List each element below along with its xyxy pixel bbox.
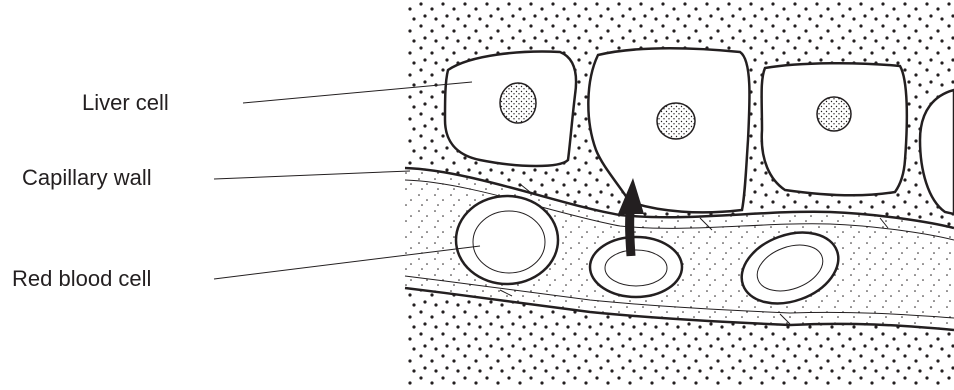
nucleus-1 xyxy=(499,82,537,124)
nuclei xyxy=(499,82,852,140)
leader-red-blood-cell xyxy=(213,245,481,280)
rbc-1-inner xyxy=(472,210,546,274)
rbc-2 xyxy=(588,235,684,299)
diffusion-arrow-icon xyxy=(618,178,644,257)
rbc-2-inner xyxy=(604,249,668,287)
capillary-inner-bottom xyxy=(404,275,954,319)
rbc-3-inner xyxy=(756,244,824,292)
capillary-wall-bottom xyxy=(404,286,954,332)
leader-capillary-wall xyxy=(213,170,411,180)
nucleus-2 xyxy=(656,102,696,140)
red-blood-cells xyxy=(454,194,840,305)
rbc-3 xyxy=(740,231,840,305)
label-capillary-wall: Capillary wall xyxy=(22,165,152,190)
liver-cell-4 xyxy=(918,88,954,216)
leader-lines xyxy=(213,81,481,280)
capillary-wall-top xyxy=(404,166,954,230)
rbc-1 xyxy=(454,194,560,286)
label-liver-cell: Liver cell xyxy=(82,90,169,115)
label-red-blood-cell: Red blood cell xyxy=(12,266,152,291)
leader-liver-cell xyxy=(242,81,473,104)
nucleus-3 xyxy=(816,96,852,132)
